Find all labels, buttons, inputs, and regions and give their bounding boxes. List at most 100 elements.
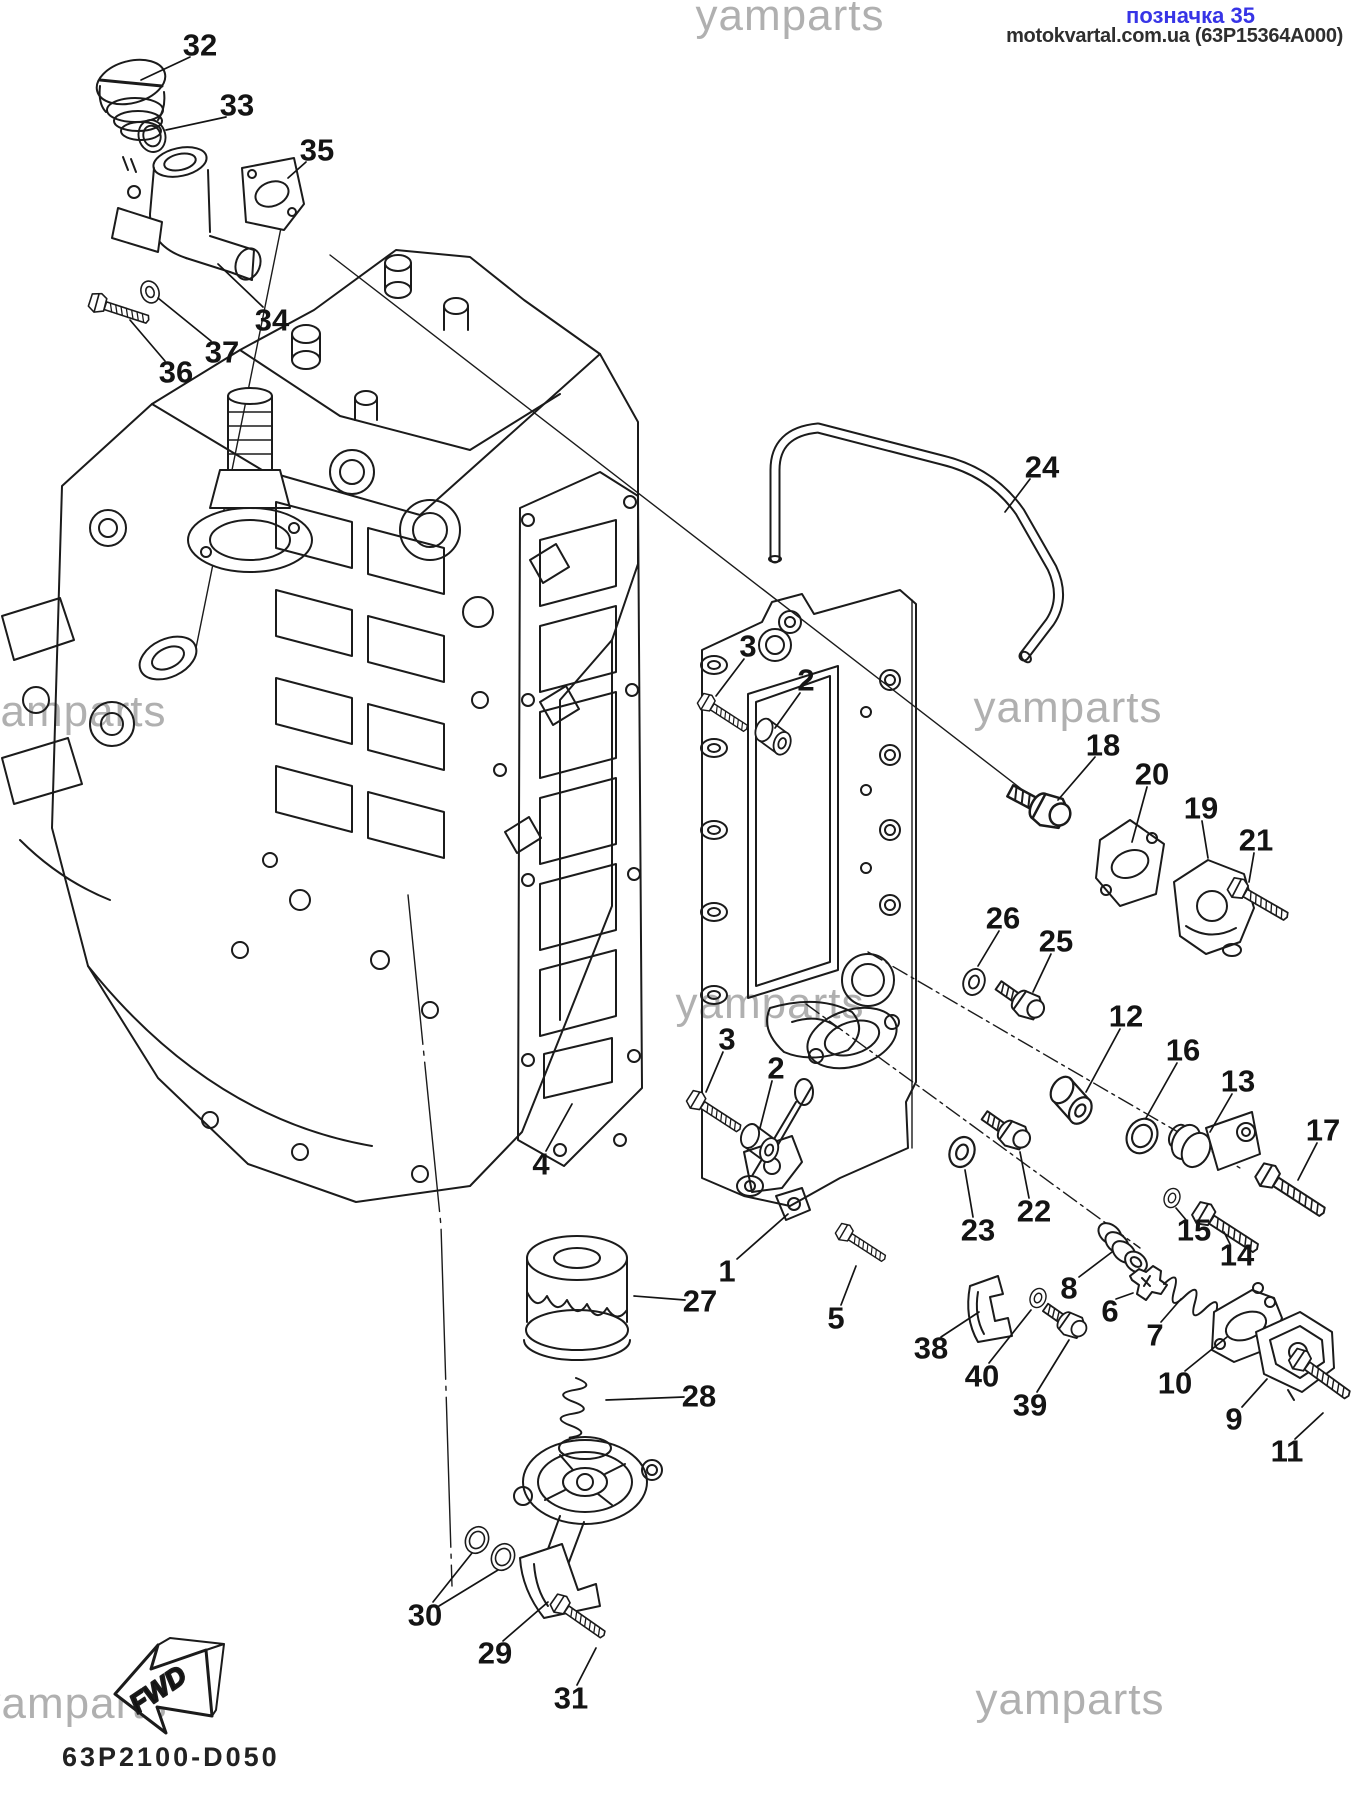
callout-label-3: 3	[718, 1022, 735, 1057]
callout-label-1: 1	[718, 1254, 735, 1289]
leader-line-16	[1145, 1062, 1178, 1119]
leader-line-20	[1131, 786, 1148, 843]
leader-line-37	[157, 297, 212, 342]
bolt-3-lower	[683, 1087, 747, 1138]
callout-label-13: 13	[1221, 1064, 1255, 1099]
leader-line-2	[774, 692, 801, 729]
callout-label-32: 32	[183, 28, 217, 63]
callout-label-21: 21	[1239, 823, 1273, 858]
oil-filler-assembly-drawing	[86, 58, 305, 330]
callout-label-4: 4	[532, 1147, 550, 1182]
leader-line-8	[1078, 1251, 1113, 1278]
callout-label-40: 40	[965, 1359, 999, 1394]
plug-18	[1001, 774, 1078, 837]
header-note: позначка 35	[1126, 3, 1255, 28]
callout-label-11: 11	[1271, 1434, 1304, 1469]
washer-15	[1160, 1185, 1184, 1211]
callout-label-17: 17	[1306, 1113, 1340, 1148]
callout-label-37: 37	[205, 335, 239, 370]
leader-line-38	[940, 1311, 980, 1338]
breather-hose-drawing	[768, 422, 1064, 664]
callout-label-8: 8	[1060, 1271, 1077, 1306]
thermostat-parts-drawing	[1001, 774, 1294, 957]
callout-label-12: 12	[1109, 999, 1143, 1034]
callout-label-28: 28	[682, 1379, 716, 1414]
spring-7	[1157, 1273, 1223, 1326]
callout-label-6: 6	[1101, 1294, 1118, 1329]
callout-label-3: 3	[739, 629, 756, 664]
header-site-label: motokvartal.com.ua (63P15364A000)	[1006, 25, 1343, 47]
callout-label-15: 15	[1177, 1213, 1211, 1248]
callout-label-18: 18	[1086, 728, 1120, 763]
callout-label-9: 9	[1225, 1402, 1242, 1437]
leader-line-30	[432, 1552, 473, 1603]
leader-line-15	[1175, 1207, 1188, 1222]
leader-line-40	[988, 1309, 1032, 1364]
leader-line-3	[715, 658, 745, 697]
leader-line-26	[977, 930, 1000, 967]
leader-line-4	[545, 1103, 573, 1152]
spring-28	[557, 1375, 588, 1440]
o-ring-30b	[486, 1539, 520, 1575]
leader-line-19	[1201, 820, 1209, 859]
leader-line-23	[964, 1169, 974, 1218]
callout-label-7: 7	[1146, 1318, 1163, 1353]
callout-label-35: 35	[300, 133, 334, 168]
leader-line-7	[1160, 1298, 1182, 1323]
leader-line-36	[129, 319, 166, 362]
watermark-text: yamparts	[695, 0, 885, 40]
callout-label-20: 20	[1135, 757, 1169, 792]
plug-22	[976, 1102, 1037, 1157]
leader-line-17	[1297, 1142, 1318, 1181]
watermark-text: yamparts	[973, 683, 1163, 732]
callout-label-2: 2	[767, 1051, 784, 1086]
leader-line-39	[1036, 1339, 1070, 1393]
leader-line-1	[736, 1213, 789, 1260]
leader-line-9	[1241, 1378, 1268, 1408]
collar-2-upper	[749, 715, 797, 758]
leader-line-22	[1019, 1151, 1030, 1199]
bolt-3-upper	[694, 690, 753, 738]
leader-line-32	[140, 56, 191, 81]
callout-label-25: 25	[1039, 924, 1073, 959]
fwd-arrow: FWD	[113, 1637, 225, 1735]
oil-filter-drawing	[523, 1235, 631, 1361]
callout-label-34: 34	[255, 303, 290, 338]
anode-6	[1129, 1265, 1168, 1301]
callout-label-16: 16	[1166, 1033, 1200, 1068]
callout-label-26: 26	[986, 901, 1020, 936]
washer-37	[137, 277, 163, 307]
leader-line-33	[165, 116, 227, 131]
leader-line-24	[1004, 478, 1031, 513]
leader-line-12	[1085, 1028, 1121, 1093]
diagram-code: 63P2100-D050	[62, 1742, 280, 1772]
callout-label-30: 30	[408, 1598, 442, 1633]
callout-label-22: 22	[1017, 1194, 1051, 1229]
leader-line-35	[287, 161, 307, 179]
leader-line-11	[1294, 1412, 1324, 1440]
callout-label-14: 14	[1220, 1238, 1255, 1273]
bolt-5	[832, 1220, 891, 1268]
leader-line-29	[502, 1601, 549, 1642]
construction-lines	[195, 207, 1241, 1587]
gasket-plate-drawing	[517, 471, 643, 1167]
callout-label-29: 29	[478, 1636, 512, 1671]
leader-line-13	[1209, 1093, 1233, 1133]
engine-block-drawing	[1, 249, 639, 1203]
watermark-text: yamparts	[0, 687, 167, 736]
callout-label-10: 10	[1158, 1366, 1192, 1401]
callout-label-27: 27	[683, 1284, 717, 1319]
cover-plate-drawing	[700, 589, 917, 1221]
leader-line-27	[633, 1295, 686, 1301]
o-ring-30a	[460, 1522, 494, 1558]
bolt-17	[1251, 1159, 1332, 1224]
leader-line-5	[840, 1265, 857, 1306]
callout-label-24: 24	[1025, 450, 1060, 485]
callout-label-23: 23	[961, 1213, 995, 1248]
callout-label-5: 5	[827, 1301, 844, 1336]
leader-line-31	[576, 1647, 597, 1686]
callout-label-19: 19	[1184, 791, 1218, 826]
